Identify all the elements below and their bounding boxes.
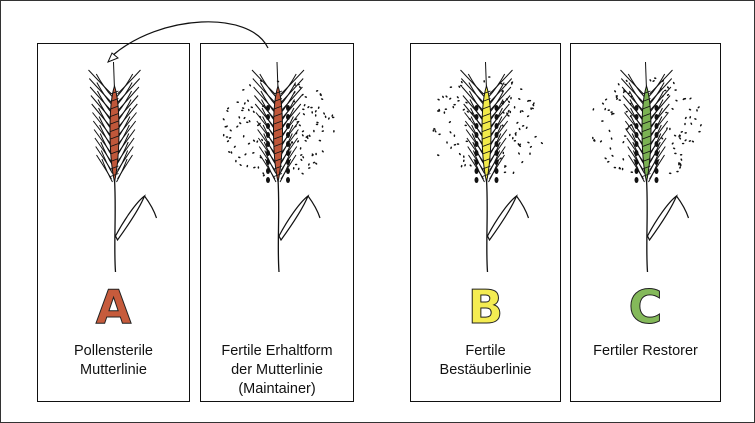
pollination-arrow [0, 0, 755, 423]
